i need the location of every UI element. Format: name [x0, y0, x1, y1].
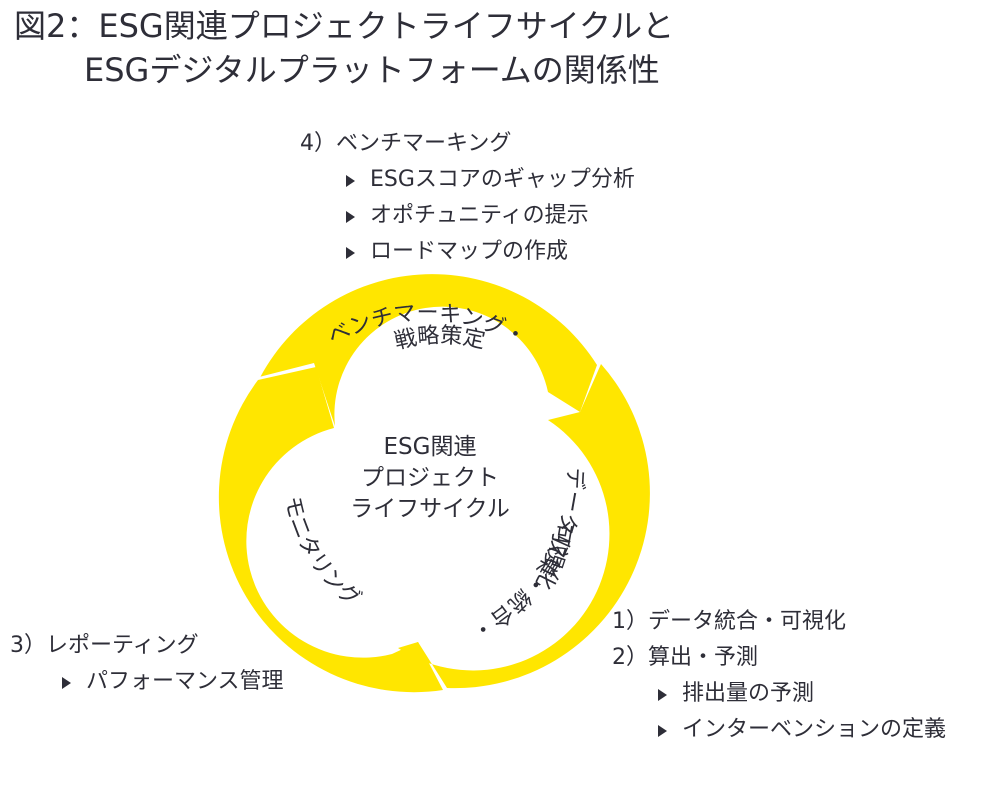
note-benchmarking-bullet: ロードマップの作成	[346, 234, 635, 270]
note-reporting: 3）レポーティング パフォーマンス管理	[10, 628, 284, 700]
note-reporting-bullet: パフォーマンス管理	[62, 664, 284, 700]
ring-segment-benchmarking	[260, 274, 597, 426]
ring-label-benchmark-2: 戦略策定	[392, 323, 487, 354]
note-data-heading-2: 2）算出・予測	[612, 645, 758, 670]
title-line-1: 図2：ESG関連プロジェクトライフサイクルと	[14, 7, 675, 45]
title-line-2: ESGデジタルプラットフォームの関係性	[84, 51, 660, 89]
note-reporting-heading: 3）レポーティング	[10, 633, 199, 658]
ring-label-data-2: 可視化	[530, 521, 575, 593]
note-data-bullet: 排出量の予測	[658, 676, 946, 712]
lifecycle-ring	[218, 274, 650, 693]
ring-segment-data-collection	[398, 364, 650, 689]
note-data-heading-1: 1）データ統合・可視化	[612, 609, 846, 634]
page-title: 図2：ESG関連プロジェクトライフサイクルと ESGデジタルプラットフォームの関…	[14, 4, 674, 92]
center-line-3: ライフサイクル	[350, 496, 510, 522]
center-label: ESG関連 プロジェクト ライフサイクル	[330, 432, 530, 525]
center-line-1: ESG関連	[383, 434, 477, 460]
center-line-2: プロジェクト	[361, 465, 499, 491]
ring-segment-monitoring	[218, 367, 443, 693]
note-data: 1）データ統合・可視化 2）算出・予測 排出量の予測 インターベンションの定義	[612, 604, 946, 748]
note-benchmarking-bullet: ESGスコアのギャップ分析	[346, 162, 635, 198]
note-benchmarking-bullet: オポチュニティの提示	[346, 198, 635, 234]
note-benchmarking: 4）ベンチマーキング ESGスコアのギャップ分析 オポチュニティの提示 ロードマ…	[300, 126, 635, 270]
note-data-bullet: インターベンションの定義	[658, 712, 946, 748]
note-benchmarking-heading: 4）ベンチマーキング	[300, 131, 512, 156]
